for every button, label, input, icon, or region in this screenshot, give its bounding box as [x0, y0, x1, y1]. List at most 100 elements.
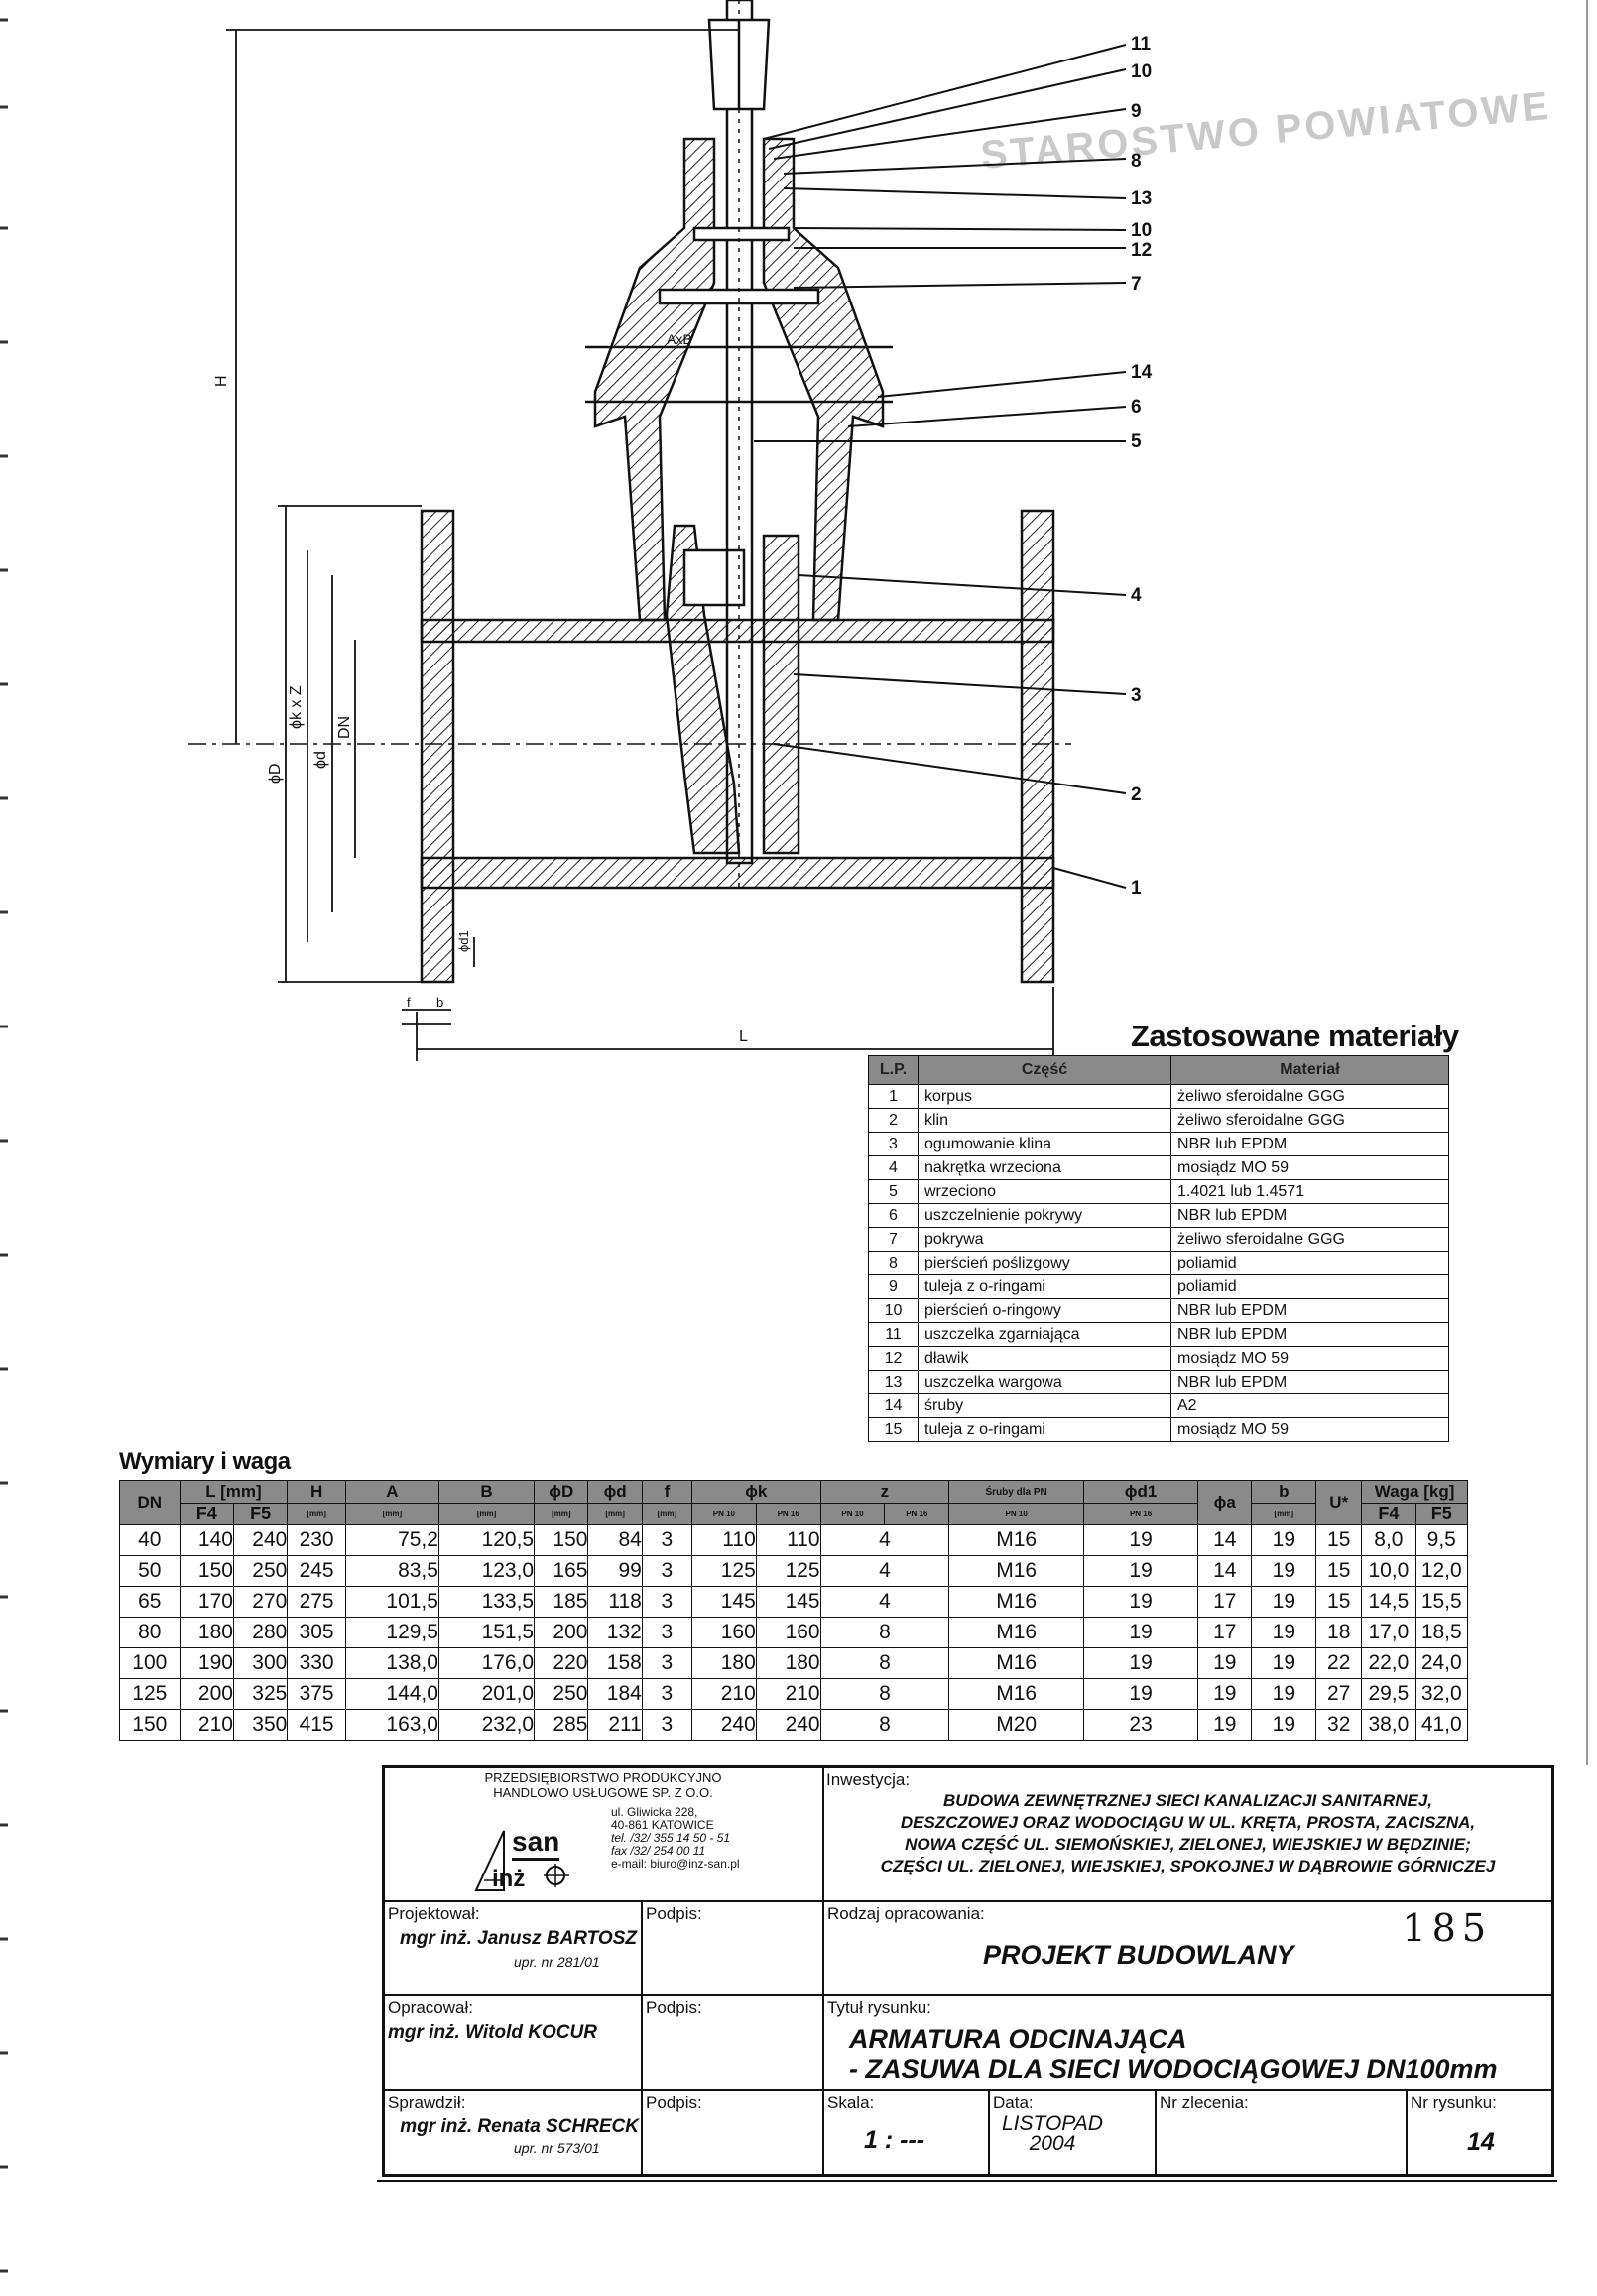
materials-cell-material: NBR lub EPDM	[1170, 1298, 1449, 1323]
dim-sub-phiD-mm: [mm]	[534, 1503, 589, 1525]
investment-label: Inwestycja:	[826, 1770, 911, 1789]
dim-header-phia: ϕa	[1197, 1480, 1253, 1525]
dim-cell-h: 375	[287, 1678, 346, 1710]
dim-cell-f: 3	[641, 1586, 692, 1618]
dim-cell-f: 3	[641, 1555, 692, 1587]
dim-cell-phid: 211	[587, 1709, 643, 1741]
dim-cell-l-f5: 325	[232, 1678, 289, 1710]
valve-body	[420, 137, 1055, 984]
materials-cell-lp: 13	[868, 1370, 919, 1394]
dim-cell-phiD: 185	[534, 1586, 589, 1618]
dim-sub-z-pn10: PN 10	[819, 1503, 886, 1525]
dim-cell-w-f5: 9,5	[1414, 1524, 1469, 1556]
materials-cell-lp: 9	[868, 1274, 919, 1299]
dim-sub-phid-mm: [mm]	[587, 1503, 643, 1525]
materials-cell-lp: 1	[868, 1084, 919, 1109]
materials-cell-part: pokrywa	[918, 1227, 1171, 1252]
dim-cell-screw: M16	[948, 1617, 1085, 1648]
dim-cell-z: 4	[819, 1555, 950, 1587]
materials-cell-lp: 3	[868, 1132, 919, 1156]
dim-cell-l-f5: 270	[232, 1586, 289, 1618]
checked-signature-cell: Podpis:	[642, 2090, 823, 2175]
callout-10b: 10	[1131, 220, 1152, 241]
dim-cell-phid1: 19	[1083, 1555, 1199, 1587]
dim-cell-b: 19	[1251, 1524, 1317, 1556]
drawing-number-label: Nr rysunku:	[1411, 2093, 1497, 2112]
dim-header-dn: DN	[119, 1480, 181, 1525]
dim-cell-phid1: 19	[1083, 1524, 1199, 1556]
investment-line-1: BUDOWA ZEWNĘTRZNEJ SIECI KANALIZACJI SAN…	[942, 1791, 1433, 1810]
materials-cell-material: 1.4021 lub 1.4571	[1170, 1179, 1449, 1204]
dim-cell-phid: 99	[587, 1555, 643, 1587]
page-number: 185	[1402, 1906, 1492, 1950]
dim-header-a: A	[344, 1480, 439, 1504]
dim-cell-dn: 80	[119, 1617, 181, 1648]
dim-cell-w-f4: 29,5	[1361, 1678, 1416, 1710]
dimensions-header-row: DN L [mm] H A B ϕD ϕd f ϕk z Śruby dla P…	[119, 1480, 1468, 1525]
dim-header-l: L [mm]	[179, 1480, 289, 1504]
dim-cell-b-big: 120,5	[437, 1524, 536, 1556]
prepared-label: Opracował:	[388, 1998, 473, 2017]
type-label: Rodzaj opracowania:	[827, 1904, 985, 1923]
dim-cell-b: 19	[1251, 1709, 1317, 1741]
materials-cell-lp: 10	[868, 1298, 919, 1323]
dim-cell-phia: 19	[1197, 1647, 1253, 1679]
materials-cell-lp: 15	[868, 1417, 919, 1442]
dim-cell-a: 75,2	[344, 1524, 439, 1556]
dim-cell-w-f4: 8,0	[1361, 1524, 1416, 1556]
dim-cell-z: 8	[819, 1617, 950, 1648]
dim-cell-b-big: 151,5	[437, 1617, 536, 1648]
checked-signature-label: Podpis:	[646, 2093, 702, 2112]
dim-cell-b: 19	[1251, 1555, 1317, 1587]
dim-cell-b: 19	[1251, 1617, 1317, 1648]
materials-cell-material: poliamid	[1170, 1251, 1449, 1275]
dim-label-phid: ϕd	[312, 751, 329, 769]
materials-cell-part: uszczelnienie pokrywy	[918, 1203, 1171, 1228]
callout-7: 7	[1131, 274, 1142, 295]
dim-cell-l-f4: 190	[179, 1647, 234, 1679]
dim-cell-phiD: 165	[534, 1555, 589, 1587]
dim-cell-phik-pn10: 210	[690, 1678, 757, 1710]
logo-bottom-text: inż	[492, 1866, 526, 1892]
investment-line-3: NOWA CZĘŚĆ UL. SIEMOŃSKIEJ, ZIELONEJ, WI…	[905, 1835, 1471, 1854]
dim-cell-w-f5: 24,0	[1414, 1647, 1469, 1679]
dim-cell-screw: M16	[948, 1586, 1085, 1618]
dim-cell-z: 8	[819, 1709, 950, 1741]
dim-sub-phik-pn10: PN 10	[690, 1503, 757, 1525]
scale-cell: Skala: 1 : ---	[823, 2090, 989, 2175]
dim-label-b: b	[436, 995, 443, 1010]
dim-cell-h: 230	[287, 1524, 346, 1556]
drawing-title-label: Tytuł rysunku:	[827, 1998, 931, 2017]
dim-cell-h: 305	[287, 1617, 346, 1648]
dim-cell-phik-pn10: 240	[690, 1709, 757, 1741]
logo-icon	[474, 1830, 569, 1891]
prepared-signature-cell: Podpis:	[642, 1995, 823, 2090]
callout-2: 2	[1131, 785, 1142, 805]
materials-cell-material: żeliwo sferoidalne GGG	[1170, 1227, 1449, 1252]
dim-cell-w-f4: 14,5	[1361, 1586, 1416, 1618]
dim-sub-z-pn16: PN 16	[884, 1503, 950, 1525]
dim-label-DN: DN	[336, 716, 353, 739]
dim-cell-a: 129,5	[344, 1617, 439, 1648]
dim-cell-f: 3	[641, 1647, 692, 1679]
dim-header-phik: ϕk	[690, 1480, 821, 1504]
checked-cell: Sprawdził: mgr inż. Renata SCHRECK upr. …	[384, 2090, 642, 2175]
dim-cell-z: 8	[819, 1647, 950, 1679]
dim-sub-l-f4: F4	[179, 1503, 234, 1525]
dim-cell-w-f5: 18,5	[1414, 1617, 1469, 1648]
dim-label-f: f	[407, 995, 411, 1010]
materials-cell-part: klin	[918, 1108, 1171, 1133]
materials-cell-lp: 2	[868, 1108, 919, 1133]
dim-cell-phid1: 19	[1083, 1586, 1199, 1618]
dim-sub-w-f4: F4	[1361, 1503, 1416, 1525]
address-line-2: 40-861 KATOWICE	[611, 1818, 714, 1832]
dim-cell-phid1: 19	[1083, 1678, 1199, 1710]
materials-cell-part: pierścień poślizgowy	[918, 1251, 1171, 1275]
